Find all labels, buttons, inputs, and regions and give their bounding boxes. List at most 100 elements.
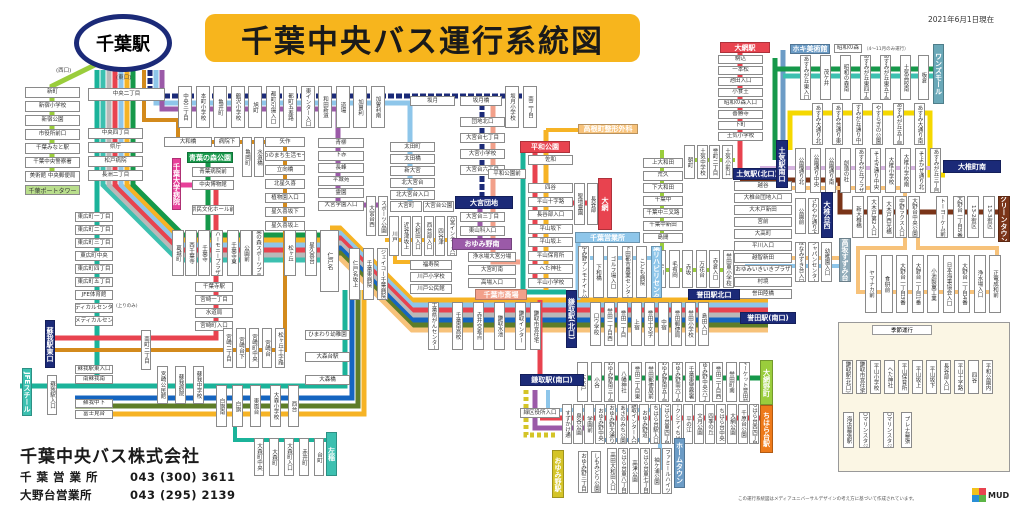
- bus-stop[interactable]: 平山保育所: [528, 251, 573, 261]
- hub-stop[interactable]: 大網駅: [720, 42, 770, 53]
- bus-stop[interactable]: 東広町五丁目: [75, 277, 113, 287]
- bus-stop[interactable]: 西台部入口: [423, 216, 434, 256]
- bus-stop[interactable]: 県民文化ホール前: [192, 205, 234, 215]
- bus-stop[interactable]: 四季の丘: [705, 404, 715, 444]
- bus-stop[interactable]: おゆみ野南六丁目: [671, 362, 683, 402]
- bus-stop[interactable]: 星久喜台: [305, 230, 317, 276]
- bus-stop[interactable]: 千葉南高校: [452, 302, 463, 350]
- bus-stop[interactable]: 誉田陸橋: [734, 289, 792, 299]
- bus-stop[interactable]: 大椎小学校: [885, 148, 896, 193]
- bus-stop[interactable]: 亀岡町: [242, 137, 252, 177]
- bus-stop[interactable]: 大野台一丁目4番: [958, 255, 970, 313]
- bus-stop[interactable]: 公園通り北: [795, 148, 806, 193]
- bus-stop[interactable]: 星久喜坂下: [265, 207, 305, 217]
- bus-stop[interactable]: 大宮町: [390, 201, 422, 212]
- bus-stop[interactable]: 誉田郵便局前: [644, 362, 656, 402]
- bus-stop[interactable]: 和田新道: [318, 86, 332, 128]
- bus-stop[interactable]: 大木戸新田: [734, 205, 792, 215]
- bus-stop[interactable]: ちはら台東七丁目: [640, 448, 650, 494]
- bus-stop[interactable]: 南二丁目: [523, 86, 537, 128]
- seasonal-stop-showa-no-mori[interactable]: 昭和の森: [834, 44, 862, 53]
- hub-stop[interactable]: 土気駅(北口): [733, 168, 781, 180]
- bus-stop[interactable]: 坂月: [410, 96, 455, 106]
- bus-stop[interactable]: 新宿公園: [25, 115, 80, 126]
- bus-stop[interactable]: あすみ大通り北: [812, 103, 823, 145]
- bus-stop[interactable]: 創造の杜: [840, 148, 851, 193]
- bus-stop[interactable]: 大野台一丁目5番: [953, 196, 965, 238]
- bus-stop[interactable]: 13-3街区: [983, 196, 995, 238]
- hub-stop[interactable]: おゆみ野南: [452, 238, 512, 250]
- bus-stop[interactable]: 中野ラクス入口: [895, 196, 907, 238]
- bus-stop[interactable]: 毛有岡: [668, 250, 680, 288]
- bus-stop[interactable]: 千葉中新田: [643, 220, 683, 231]
- bus-stop[interactable]: 大野台中央公園: [908, 196, 920, 238]
- bus-stop[interactable]: おゆみ野南五丁目: [658, 362, 669, 402]
- hub-stop[interactable]: 千葉大学病院: [172, 158, 181, 210]
- bus-stop[interactable]: 蘇我中学校: [193, 366, 204, 404]
- bus-stop[interactable]: 北大宮台入口: [390, 190, 435, 200]
- bus-stop[interactable]: 越智新田: [734, 253, 792, 263]
- bus-stop[interactable]: 道場: [335, 86, 350, 128]
- hub-stop[interactable]: ホームタウン: [674, 438, 685, 488]
- bus-stop[interactable]: 水道橋: [254, 137, 264, 177]
- bus-stop[interactable]: 平山坂下: [528, 224, 573, 234]
- bus-stop[interactable]: 新宿小学校: [25, 101, 80, 112]
- bus-stop[interactable]: 都町五差路: [283, 86, 297, 128]
- bus-stop[interactable]: 誉田町南: [725, 362, 737, 402]
- bus-stop[interactable]: 大宮台三丁目: [460, 212, 505, 222]
- bus-stop[interactable]: 東インター入口: [300, 86, 315, 128]
- bus-stop[interactable]: 駒込: [718, 55, 763, 64]
- bus-stop[interactable]: 大宮台西: [366, 196, 376, 236]
- bus-stop[interactable]: 宮崎町入口: [195, 321, 233, 331]
- bus-stop[interactable]: 中央三丁目: [178, 86, 192, 128]
- bus-stop[interactable]: 亀井町: [213, 86, 227, 128]
- bus-stop[interactable]: 西台: [288, 385, 299, 427]
- bus-stop[interactable]: 東広町四丁目: [75, 264, 113, 274]
- bus-stop[interactable]: 葛城町: [172, 230, 184, 276]
- bus-stop[interactable]: 大和橋: [164, 137, 212, 147]
- bus-stop[interactable]: 中央博物館: [192, 180, 234, 190]
- hub-stop[interactable]: 大宮団地: [455, 196, 513, 209]
- bus-stop[interactable]: 誉田二丁目西: [712, 362, 723, 402]
- hub-stop[interactable]: 千葉リハビリセンター: [651, 246, 662, 298]
- bus-stop[interactable]: 太田町: [390, 142, 435, 152]
- bus-stop[interactable]: 千原台公園: [738, 404, 748, 444]
- bus-stop[interactable]: そよかぜ通り北: [915, 148, 926, 193]
- bus-stop[interactable]: 坂月橋: [460, 96, 502, 106]
- bus-stop[interactable]: 平の江: [683, 404, 693, 444]
- bus-stop[interactable]: 中央四丁目: [88, 128, 143, 139]
- bus-stop[interactable]: 中宿: [657, 302, 669, 346]
- bus-stop[interactable]: 誉田小学校: [684, 302, 696, 346]
- bus-stop[interactable]: 一本松: [718, 66, 763, 75]
- bus-stop[interactable]: プレナ幕張: [901, 412, 912, 448]
- bus-stop[interactable]: 土気中学校: [696, 145, 708, 179]
- bus-stop[interactable]: 鎌取水池: [494, 302, 505, 350]
- bus-stop[interactable]: 公園前: [240, 230, 252, 276]
- bus-stop[interactable]: 池田入口: [718, 77, 763, 86]
- hub-stop[interactable]: 鎌取駅(南口): [520, 374, 584, 386]
- bus-stop[interactable]: 大宮インター入口: [446, 216, 457, 256]
- bus-stop[interactable]: 青葉病院前: [192, 167, 234, 177]
- bus-stop[interactable]: ちはら台中央: [716, 404, 726, 444]
- hub-stop[interactable]: 大網: [598, 178, 612, 230]
- bus-stop[interactable]: おゆみ野南三丁目: [604, 362, 615, 402]
- bus-stop[interactable]: 旭町: [248, 86, 262, 128]
- bus-stop[interactable]: そよぎ通り中央: [870, 148, 881, 193]
- bus-stop[interactable]: やすらぎの公園: [872, 103, 883, 145]
- bus-stop[interactable]: 赤井交差点: [473, 302, 484, 350]
- hub-stop[interactable]: 千葉営業所: [575, 232, 640, 243]
- bus-stop[interactable]: ちはら台東八丁目: [618, 448, 628, 494]
- bus-stop[interactable]: すずかけ通: [562, 404, 572, 444]
- bus-stop[interactable]: 大野台一丁目3番: [896, 255, 908, 313]
- bus-stop[interactable]: 植物園入口: [265, 193, 305, 203]
- bus-stop[interactable]: 小食土: [718, 88, 763, 97]
- bus-stop[interactable]: 大椎小学校南: [900, 148, 911, 193]
- bus-stop[interactable]: 公園通り中央: [810, 148, 821, 193]
- bus-stop[interactable]: 病院下: [214, 137, 240, 147]
- bus-stop[interactable]: 誉田一丁目: [617, 302, 628, 346]
- bus-stop[interactable]: 板倉: [918, 55, 929, 100]
- bus-stop[interactable]: 蘇我駅入口: [47, 375, 57, 415]
- bus-stop[interactable]: 北大宮台: [390, 178, 435, 188]
- bus-stop[interactable]: 昭和の森南: [840, 55, 851, 100]
- bus-stop[interactable]: 千葉東警察署: [685, 362, 696, 402]
